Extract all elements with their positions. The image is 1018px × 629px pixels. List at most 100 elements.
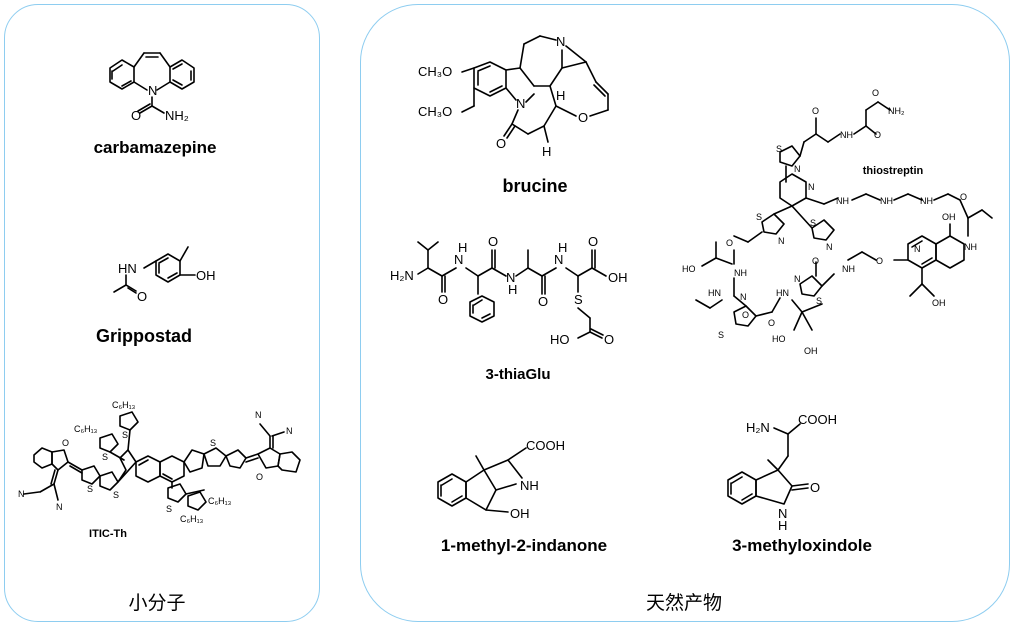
atom-label: N bbox=[740, 292, 747, 302]
atom-label: NH bbox=[836, 196, 849, 206]
atom-label: S bbox=[113, 490, 119, 500]
compound-name-3-methyloxindole: 3-methyloxindole bbox=[732, 536, 872, 555]
atom-label: H₂N bbox=[746, 420, 770, 435]
atom-label: N bbox=[286, 426, 293, 436]
compound-name-carbamazepine: carbamazepine bbox=[93, 138, 217, 157]
carbamazepine-structure: N O NH₂ bbox=[109, 52, 195, 123]
atom-label: O bbox=[726, 238, 733, 248]
3-methyloxindole-structure: H₂N COOH O N H bbox=[727, 412, 837, 533]
atom-label: C₆H₁₃ bbox=[208, 496, 232, 506]
atom-label: CH₃O bbox=[418, 64, 452, 79]
atom-label: O bbox=[488, 234, 498, 249]
atom-label: N bbox=[808, 182, 815, 192]
atom-label: H bbox=[458, 240, 467, 255]
atom-label: O bbox=[496, 136, 506, 151]
atom-label: N bbox=[794, 274, 801, 284]
atom-label: HN bbox=[776, 288, 789, 298]
atom-label: C₆H₁₃ bbox=[74, 424, 98, 434]
atom-label: N bbox=[554, 252, 563, 267]
atom-label: O bbox=[810, 480, 820, 495]
atom-label: OH bbox=[510, 506, 530, 521]
atom-label: S bbox=[102, 452, 108, 462]
atom-label: O bbox=[742, 310, 749, 320]
caption-natural-products: 天然产物 bbox=[645, 592, 723, 614]
thiostreptin-structure: NH O NH₂ O O S N N NH NH NH O NH N OH OH… bbox=[682, 88, 993, 356]
compound-name-1-methyl-2-indanone: 1-methyl-2-indanone bbox=[440, 536, 608, 555]
atom-label: N bbox=[148, 83, 157, 98]
atom-label: OH bbox=[942, 212, 956, 222]
natural-products-panel bbox=[360, 4, 1010, 622]
grippostad-structure: OH HN O bbox=[113, 246, 216, 304]
atom-label: H bbox=[778, 518, 787, 533]
atom-label: NH bbox=[840, 130, 853, 140]
atom-label: O bbox=[538, 294, 548, 309]
atom-label: N bbox=[255, 410, 262, 420]
atom-label: N bbox=[914, 244, 921, 254]
atom-label: N bbox=[18, 489, 25, 499]
atom-label: O bbox=[960, 192, 967, 202]
atom-label: N bbox=[778, 506, 787, 521]
atom-label: C₆H₁₃ bbox=[180, 514, 204, 524]
atom-label: O bbox=[812, 256, 819, 266]
atom-label: NH bbox=[964, 242, 977, 252]
atom-label: S bbox=[816, 296, 822, 306]
brucine-structure: CH₃O CH₃O N O H H O N bbox=[418, 34, 609, 159]
atom-label: NH₂ bbox=[888, 106, 905, 116]
atom-label: OH bbox=[196, 268, 216, 283]
atom-label: OH bbox=[804, 346, 818, 356]
compound-name-brucine: brucine bbox=[502, 176, 568, 196]
atom-label: O bbox=[812, 106, 819, 116]
atom-label: O bbox=[256, 472, 263, 482]
atom-label: HO bbox=[682, 264, 696, 274]
atom-label: N bbox=[826, 242, 833, 252]
atom-label: N bbox=[454, 252, 463, 267]
compound-name-itic-th: ITIC-Th bbox=[89, 528, 127, 540]
atom-label: O bbox=[137, 289, 147, 304]
atom-label: H bbox=[558, 240, 567, 255]
atom-label: N bbox=[506, 270, 515, 285]
atom-label: NH bbox=[880, 196, 893, 206]
atom-label: N bbox=[794, 164, 801, 174]
atom-label: S bbox=[810, 218, 816, 228]
itic-th-structure: O N N S S S O N N S C₆H₁₃ S C₆H₁₃ S C₆H₁… bbox=[18, 400, 301, 524]
atom-label: OH bbox=[608, 270, 628, 285]
atom-label: O bbox=[876, 256, 883, 266]
atom-label: HO bbox=[772, 334, 786, 344]
atom-label: COOH bbox=[526, 438, 565, 453]
atom-label: S bbox=[718, 330, 724, 340]
atom-label: S bbox=[210, 438, 216, 448]
atom-label: HN bbox=[708, 288, 721, 298]
atom-label: O bbox=[438, 292, 448, 307]
atom-label: O bbox=[131, 108, 141, 123]
atom-label: C₆H₁₃ bbox=[112, 400, 136, 410]
atom-label: S bbox=[756, 212, 762, 222]
atom-label: NH bbox=[520, 478, 539, 493]
atom-label: O bbox=[62, 438, 69, 448]
atom-label: S bbox=[87, 484, 93, 494]
atom-label: N bbox=[556, 34, 565, 49]
atom-label: N bbox=[56, 502, 63, 512]
atom-label: OH bbox=[932, 298, 946, 308]
atom-label: O bbox=[604, 332, 614, 347]
atom-label: H bbox=[556, 88, 565, 103]
atom-label: O bbox=[872, 88, 879, 98]
3-thiaglu-structure: H₂N O N H O N H O N H O OH S HO O bbox=[390, 234, 628, 347]
compound-name-grippostad: Grippostad bbox=[95, 326, 193, 346]
atom-label: S bbox=[776, 144, 782, 154]
atom-label: HN bbox=[118, 261, 137, 276]
1-methyl-2-indanone-structure: NH COOH OH bbox=[437, 438, 565, 521]
atom-label: NH bbox=[734, 268, 747, 278]
atom-label: N bbox=[516, 96, 525, 111]
atom-label: S bbox=[166, 504, 172, 514]
atom-label: O bbox=[588, 234, 598, 249]
atom-label: COOH bbox=[798, 412, 837, 427]
atom-label: NH bbox=[920, 196, 933, 206]
atom-label: H₂N bbox=[390, 268, 414, 283]
atom-label: NH₂ bbox=[165, 108, 189, 123]
atom-label: O bbox=[578, 110, 588, 125]
atom-label: O bbox=[768, 318, 775, 328]
atom-label: HO bbox=[550, 332, 570, 347]
atom-label: H bbox=[542, 144, 551, 159]
caption-small-molecules: 小分子 bbox=[128, 592, 186, 614]
atom-label: H bbox=[508, 282, 517, 297]
